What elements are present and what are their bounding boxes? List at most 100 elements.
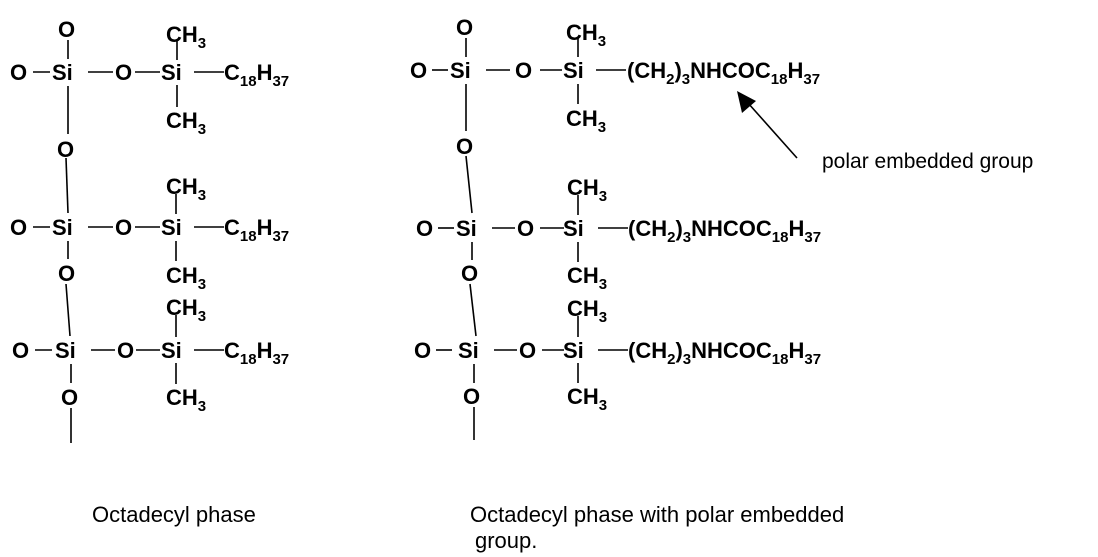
- amide-chain-group-part: 2: [667, 229, 675, 246]
- methyl-group-part: 3: [598, 33, 606, 50]
- methyl-group-part: CH: [567, 384, 599, 409]
- bond-o-si-slanted: [65, 157, 69, 214]
- silicon-atom-part: Si: [52, 215, 73, 240]
- amide-chain-group-part: H: [787, 58, 803, 83]
- amide-chain-group-part: NHCOC: [691, 216, 772, 241]
- silicon-atom: Si: [458, 338, 479, 363]
- oxygen-atom-part: O: [519, 338, 536, 363]
- oxygen-atom-part: O: [461, 261, 478, 286]
- amide-chain-group-part: 18: [772, 351, 789, 368]
- oxygen-atom-part: O: [10, 215, 27, 240]
- methyl-group-part: CH: [566, 106, 598, 131]
- methyl-group-part: CH: [166, 385, 198, 410]
- methyl-group-part: CH: [166, 174, 198, 199]
- amide-chain-group-part: 18: [771, 71, 788, 88]
- methyl-group-part: 3: [198, 308, 206, 325]
- silicon-atom: Si: [563, 338, 584, 363]
- silicon-atom-part: Si: [161, 338, 182, 363]
- octadecyl-group-part: 18: [240, 351, 257, 368]
- amide-chain-group-part: 37: [804, 351, 821, 368]
- oxygen-atom: O: [416, 216, 433, 241]
- amide-chain-group-part: 18: [772, 229, 789, 246]
- oxygen-atom-part: O: [58, 261, 75, 286]
- bond-o-si-slanted: [469, 283, 477, 337]
- silicon-atom-part: Si: [563, 338, 584, 363]
- amide-chain-group-part: 3: [682, 71, 690, 88]
- oxygen-atom: O: [456, 134, 473, 159]
- octadecyl-group-part: 18: [240, 73, 257, 90]
- methyl-group-part: CH: [166, 263, 198, 288]
- amide-chain-group-part: NHCOC: [690, 58, 771, 83]
- silicon-atom: Si: [52, 215, 73, 240]
- silicon-atom-part: Si: [456, 216, 477, 241]
- methyl-group-part: 3: [599, 276, 607, 293]
- oxygen-atom-part: O: [515, 58, 532, 83]
- amide-chain-group-part: ): [675, 338, 682, 363]
- methyl-group-part: 3: [198, 35, 206, 52]
- octadecyl-group: C18H37: [224, 338, 289, 368]
- oxygen-atom: O: [115, 215, 132, 240]
- amide-chain-group-part: H: [788, 216, 804, 241]
- methyl-group-part: CH: [166, 108, 198, 133]
- methyl-group: CH3: [166, 108, 206, 138]
- silicon-atom-part: Si: [161, 60, 182, 85]
- caption-line-1: Octadecyl phase with polar embedded: [470, 502, 845, 527]
- amide-chain-group-part: 3: [683, 229, 691, 246]
- silicon-atom: Si: [161, 338, 182, 363]
- amide-chain-group-part: ): [674, 58, 681, 83]
- bond-o-si-slanted: [465, 155, 473, 214]
- octadecyl-group-part: 37: [272, 228, 289, 245]
- bond-lines: [33, 38, 628, 443]
- amide-chain-group-part: 37: [804, 229, 821, 246]
- oxygen-atom: O: [410, 58, 427, 83]
- oxygen-atom: O: [117, 338, 134, 363]
- amide-chain-group: (CH2)3NHCOC18H37: [628, 216, 821, 246]
- amide-chain-group-part: (CH: [627, 58, 666, 83]
- silicon-atom-part: Si: [450, 58, 471, 83]
- oxygen-atom: O: [57, 137, 74, 162]
- amide-chain-group: (CH2)3NHCOC18H37: [627, 58, 820, 88]
- oxygen-atom-part: O: [410, 58, 427, 83]
- methyl-group: CH3: [166, 295, 206, 325]
- methyl-group-part: 3: [198, 276, 206, 293]
- methyl-group-part: CH: [567, 175, 599, 200]
- polar-embedded-group-label: polar embedded group: [822, 150, 1033, 173]
- octadecyl-group: C18H37: [224, 215, 289, 245]
- oxygen-atom: O: [12, 338, 29, 363]
- octadecyl-group-part: C: [224, 60, 240, 85]
- bond-o-si-slanted: [65, 283, 71, 337]
- methyl-group: CH3: [567, 263, 607, 293]
- methyl-group: CH3: [567, 175, 607, 205]
- amide-chain-group-part: 37: [803, 71, 820, 88]
- amide-chain-group-part: 2: [667, 351, 675, 368]
- methyl-group-part: CH: [166, 22, 198, 47]
- oxygen-atom: O: [517, 216, 534, 241]
- silicon-atom: Si: [161, 215, 182, 240]
- amide-chain-group-part: 3: [683, 351, 691, 368]
- methyl-group: CH3: [166, 263, 206, 293]
- silicon-atom: Si: [456, 216, 477, 241]
- oxygen-atom-part: O: [456, 134, 473, 159]
- amide-chain-group: (CH2)3NHCOC18H37: [628, 338, 821, 368]
- methyl-group-part: 3: [599, 309, 607, 326]
- methyl-group: CH3: [166, 385, 206, 415]
- oxygen-atom: O: [414, 338, 431, 363]
- methyl-group-part: 3: [198, 121, 206, 138]
- caption-line-2: group.: [475, 528, 538, 553]
- octadecyl-group-part: 37: [272, 351, 289, 368]
- methyl-group-part: 3: [198, 398, 206, 415]
- methyl-group-part: 3: [599, 188, 607, 205]
- oxygen-atom-part: O: [414, 338, 431, 363]
- silicon-atom-part: Si: [458, 338, 479, 363]
- methyl-group: CH3: [166, 22, 206, 52]
- methyl-group-part: CH: [166, 295, 198, 320]
- methyl-group: CH3: [567, 296, 607, 326]
- oxygen-atom: O: [515, 58, 532, 83]
- oxygen-atom: O: [463, 384, 480, 409]
- silicon-atom: Si: [563, 216, 584, 241]
- silicon-atom: Si: [563, 58, 584, 83]
- silicon-atom-part: Si: [161, 215, 182, 240]
- amide-chain-group-part: (CH: [628, 338, 667, 363]
- oxygen-atom-part: O: [10, 60, 27, 85]
